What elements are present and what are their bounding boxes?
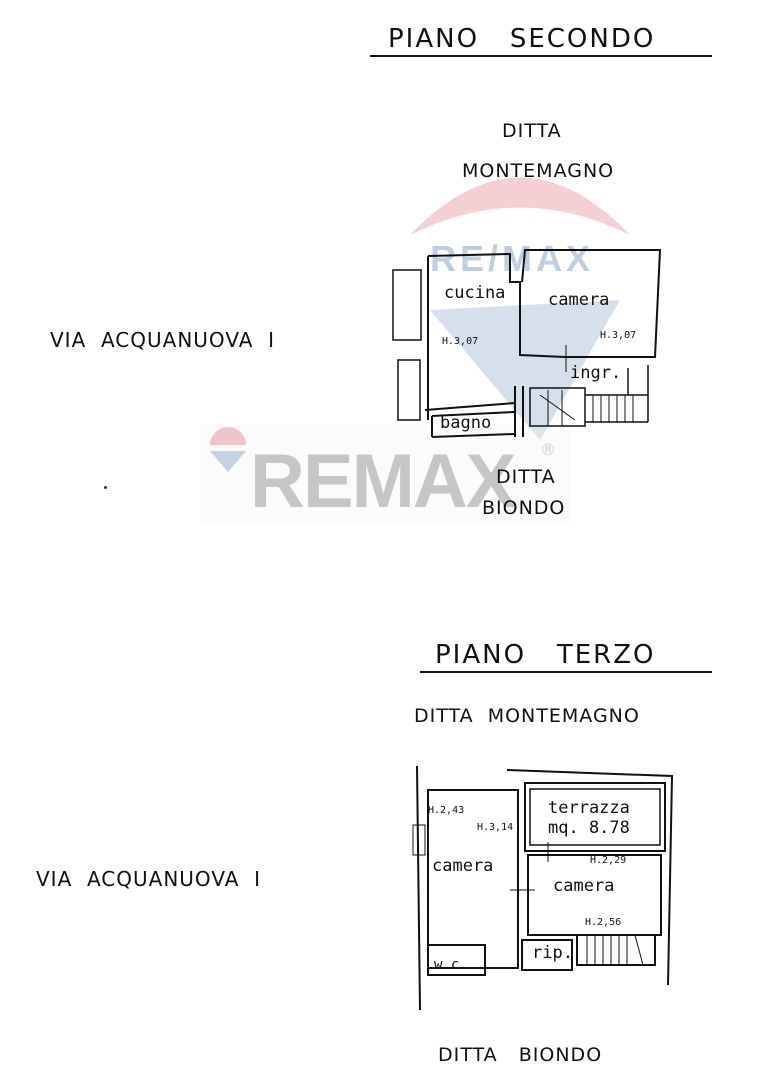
room-camera-2f: camera (548, 290, 610, 310)
floor3-neighbor-bottom: DITTA BIONDO (438, 1044, 603, 1066)
room-cucina: cucina (444, 283, 506, 303)
speck (104, 486, 107, 489)
floor2-neighbor-bottom-line1: DITTA (496, 466, 556, 488)
room-ripostiglio: rip. (532, 943, 573, 963)
room-ingresso: ingr. (570, 363, 622, 383)
room-wc: w.c. (434, 957, 468, 973)
height-camera-right-2: H.2,56 (585, 917, 622, 928)
floor3-neighbor-top: DITTA MONTEMAGNO (414, 705, 640, 727)
room-camera-right: camera (553, 876, 615, 896)
room-camera-left: camera (432, 856, 494, 876)
room-bagno: bagno (440, 413, 492, 433)
height-cucina: H.3,07 (442, 336, 479, 347)
terrazza-area: mq. 8.78 (548, 818, 630, 838)
height-camera-2f: H.3,07 (600, 330, 637, 341)
floor2-neighbor-bottom-line2: BIONDO (482, 497, 566, 519)
height-camera-right-1: H.2,29 (590, 855, 627, 866)
floor3-street-label: VIA ACQUANUOVA I (36, 867, 262, 891)
registered-mark: ® (540, 440, 556, 459)
floor2-title: PIANO SECONDO (388, 24, 656, 54)
floor2-neighbor-top-line2: MONTEMAGNO (462, 160, 615, 182)
floor3-title: PIANO TERZO (435, 640, 656, 670)
floor3-title-underline (420, 671, 712, 673)
floor2-street-label: VIA ACQUANUOVA I (50, 328, 276, 352)
height-camera-left-1: H.2,43 (428, 805, 465, 816)
room-terrazza: terrazza (548, 798, 630, 818)
height-camera-left-2: H.3,14 (477, 822, 514, 833)
floor2-neighbor-top-line1: DITTA (502, 120, 562, 142)
remax-watermark-large: REMAX (250, 439, 516, 524)
floor2-title-underline (370, 55, 712, 57)
